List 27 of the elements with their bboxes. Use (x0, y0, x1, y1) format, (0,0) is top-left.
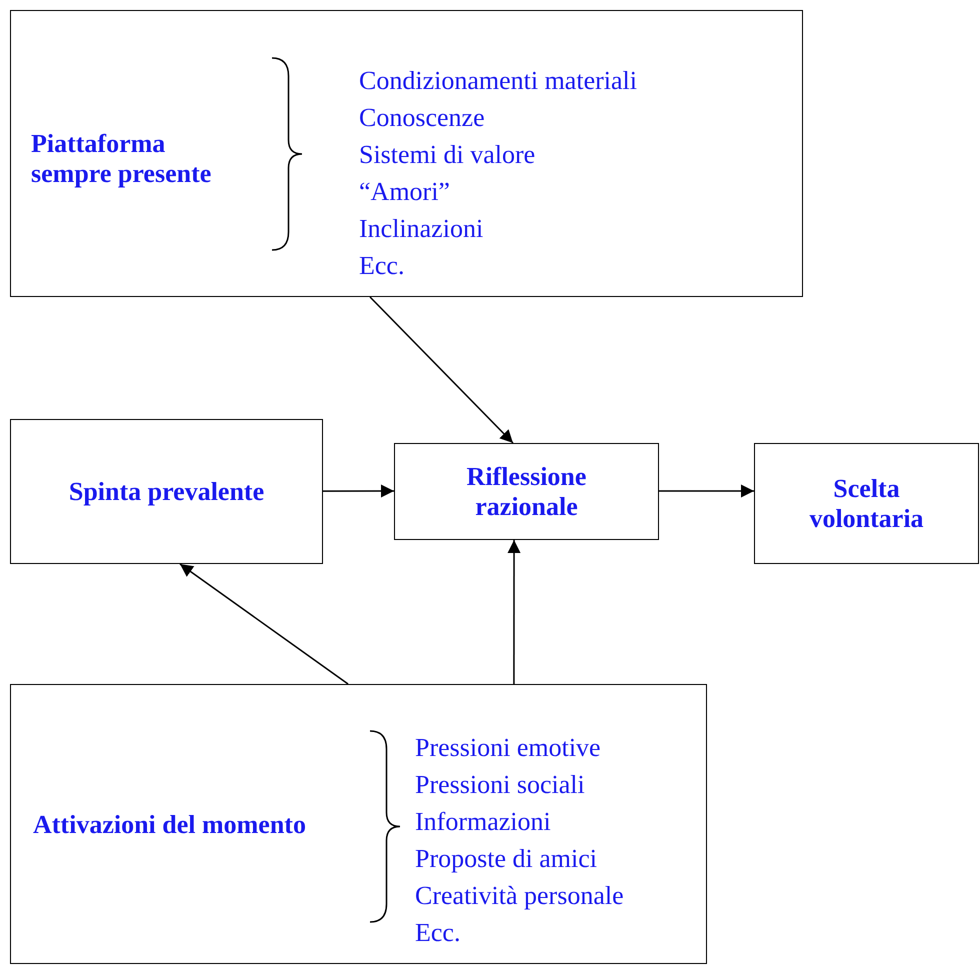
list-item: Inclinazioni (359, 214, 484, 244)
list-item: Condizionamenti materiali (359, 66, 637, 96)
box-heading: Spinta prevalente (68, 476, 266, 506)
list-item: Conoscenze (359, 103, 485, 133)
list-item: Creatività personale (415, 881, 624, 911)
list-item: Sistemi di valore (359, 140, 536, 170)
list-item: Informazioni (415, 807, 551, 837)
box-heading: Piattaforma sempre presente (31, 129, 212, 189)
process-box (10, 10, 803, 297)
box-heading: Scelta volontaria (808, 474, 925, 534)
list-item: Pressioni sociali (415, 770, 585, 800)
box-heading: Attivazioni del momento (33, 810, 306, 840)
arrow (369, 296, 514, 444)
list-item: “Amori” (359, 177, 450, 207)
process-box (10, 684, 707, 964)
list-item: Ecc. (415, 918, 460, 948)
list-item: Pressioni emotive (415, 733, 601, 763)
process-box (754, 443, 979, 564)
arrow (323, 484, 394, 498)
arrow (508, 540, 521, 684)
process-box (10, 419, 323, 564)
box-heading: Riflessione razionale (466, 462, 588, 522)
list-item: Proposte di amici (415, 844, 597, 874)
arrow (659, 484, 754, 498)
list-item: Ecc. (359, 251, 404, 281)
process-box (394, 443, 659, 540)
arrow (180, 563, 348, 685)
